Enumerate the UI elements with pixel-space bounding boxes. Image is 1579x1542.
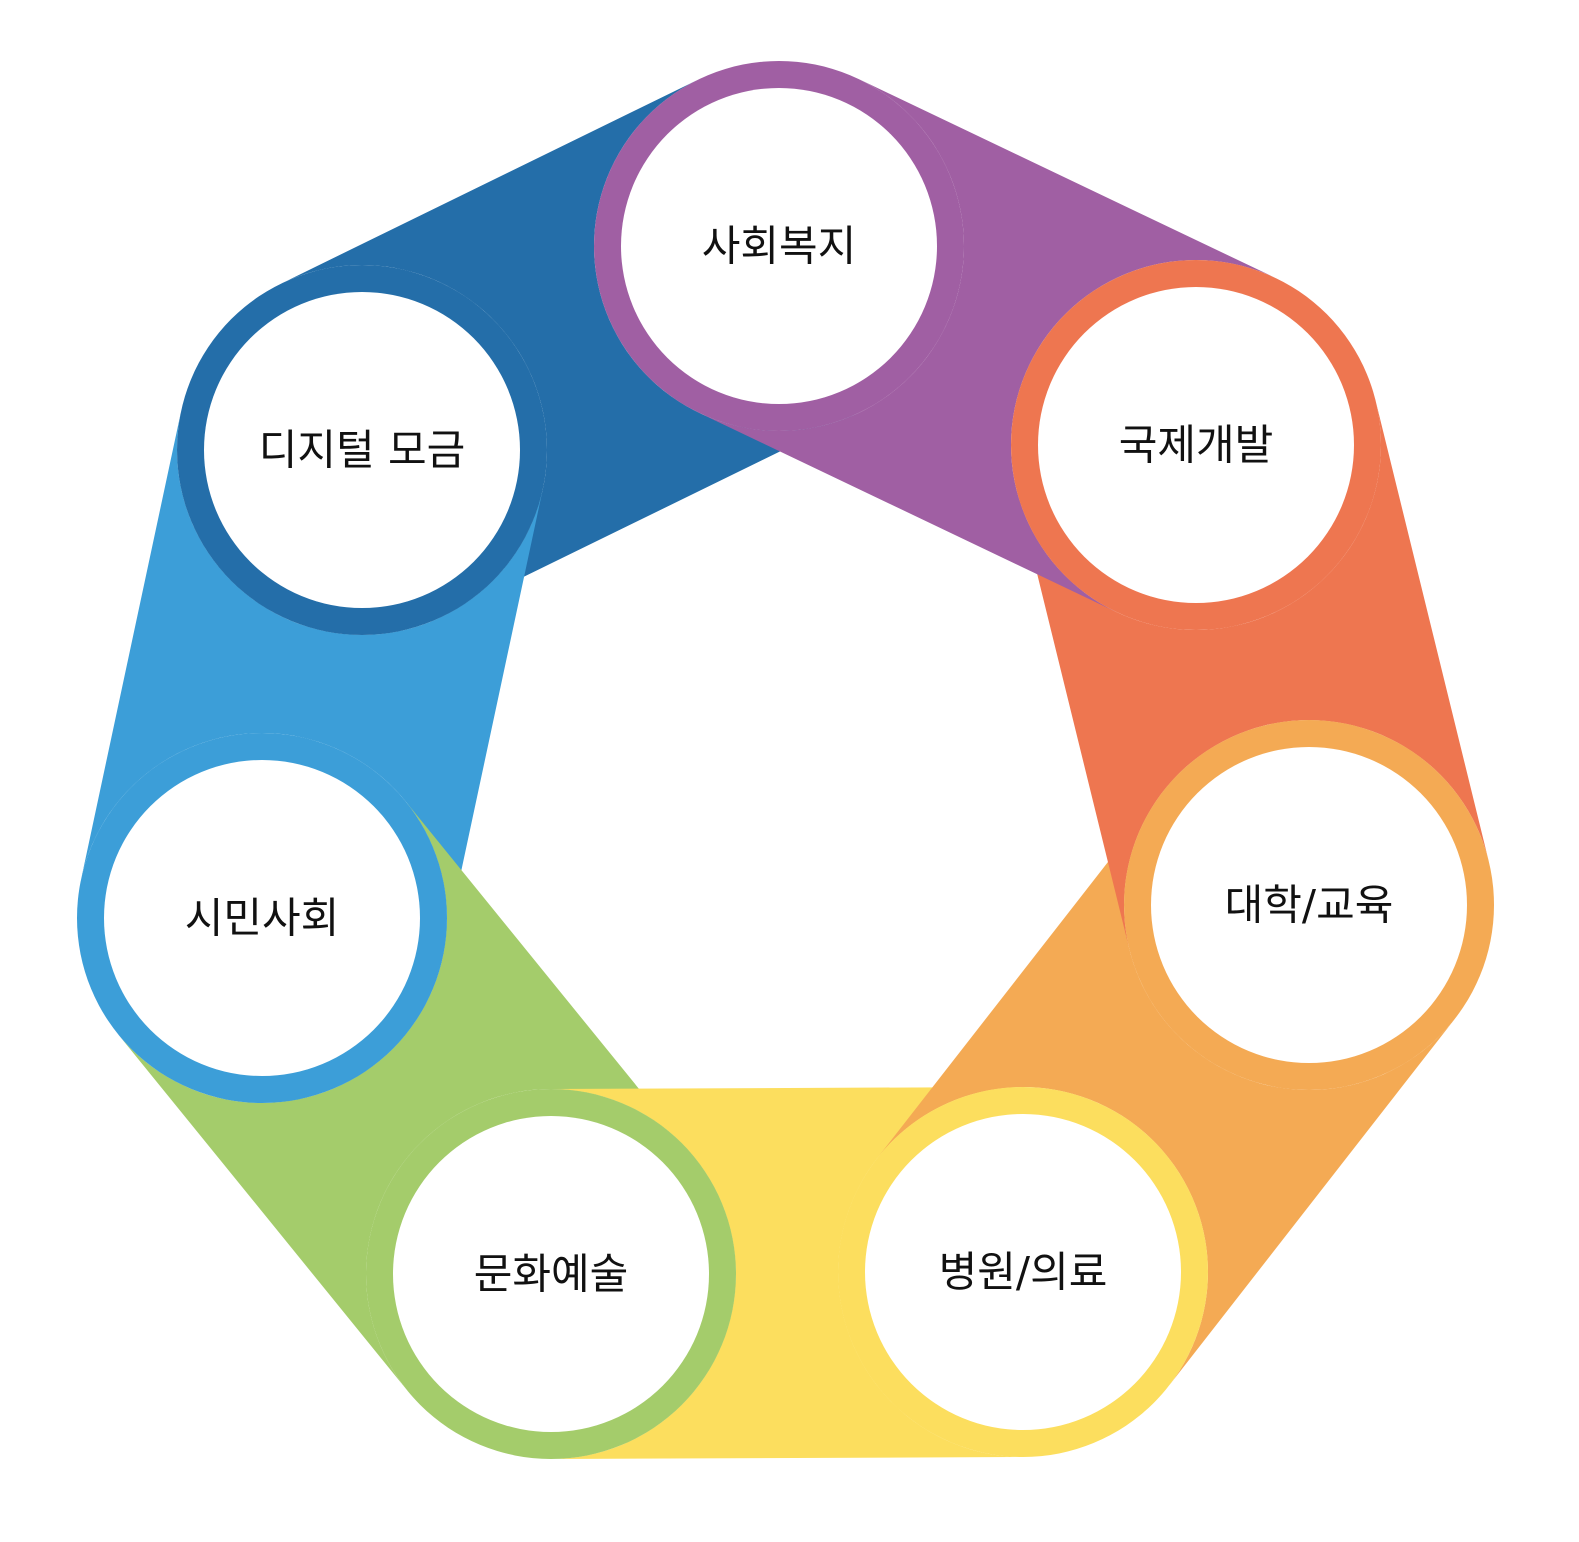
node-circle-digital-fundraising: [204, 292, 520, 608]
node-label-culture-arts: 문화예술: [474, 1250, 629, 1299]
node-label-international-development: 국제개발: [1119, 421, 1274, 470]
band-culture-arts: [118, 801, 695, 1391]
band-digital-fundraising: [280, 79, 861, 617]
node-label-social-welfare: 사회복지: [702, 222, 857, 271]
band-hospital-medical: [550, 1087, 1024, 1459]
band-university-education: [877, 791, 1455, 1386]
node-label-hospital-medical: 병원/의료: [939, 1248, 1108, 1297]
node-labels: 사회복지 국제개발 대학/교육 병원/의료 문화예술 시민사회 디지털 모금: [185, 222, 1394, 1299]
band-international-development: [1016, 400, 1489, 950]
node-label-civil-society: 시민사회: [185, 894, 340, 943]
node-label-digital-fundraising: 디지털 모금: [259, 426, 466, 475]
node-circle-hospital-medical: [865, 1114, 1181, 1430]
node-circles: [104, 88, 1467, 1432]
node-circle-civil-society: [104, 760, 420, 1076]
node-label-university-education: 대학/교육: [1225, 881, 1394, 930]
node-circle-international-development: [1038, 287, 1354, 603]
node-circle-culture-arts: [393, 1116, 709, 1432]
node-circle-university-education: [1151, 747, 1467, 1063]
band-civil-society: [81, 411, 543, 957]
connector-bands: [81, 79, 1489, 1459]
node-circle-social-welfare: [621, 88, 937, 404]
band-social-welfare: [699, 79, 1276, 612]
